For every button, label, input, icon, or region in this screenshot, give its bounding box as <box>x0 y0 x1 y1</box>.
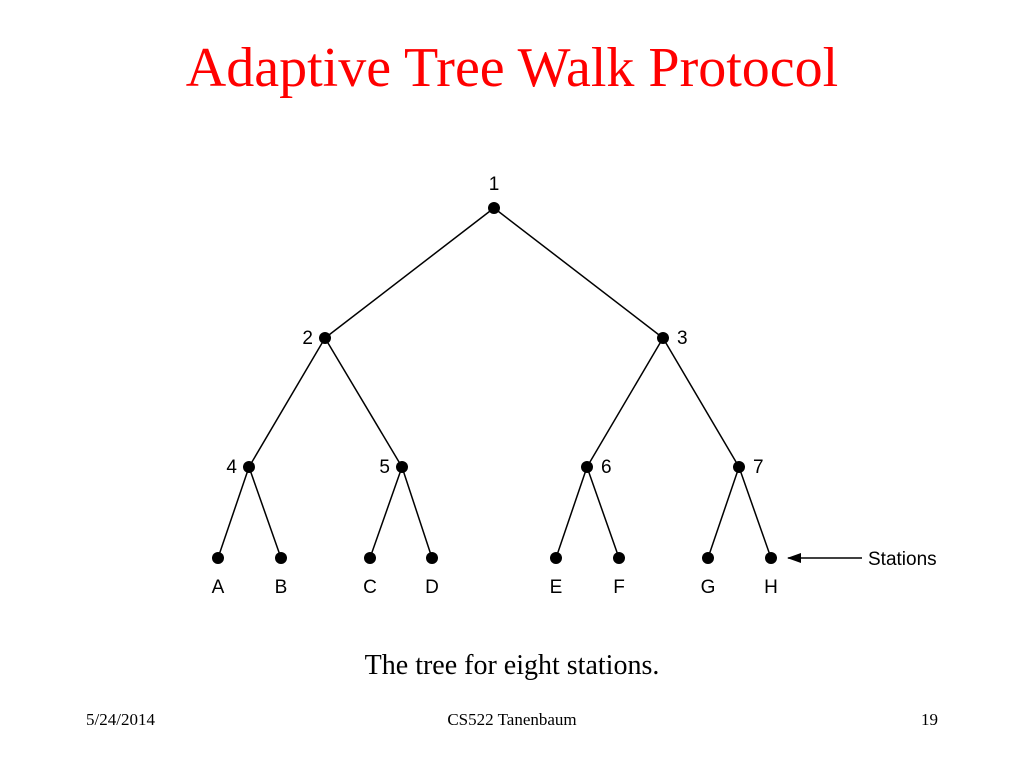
node-6 <box>581 461 593 473</box>
node-D <box>426 552 438 564</box>
edge-2-4 <box>248 337 326 468</box>
node-A <box>212 552 224 564</box>
slide-title: Adaptive Tree Walk Protocol <box>185 37 839 99</box>
node-3 <box>657 332 669 344</box>
label-layer: 1 2 3 4 5 6 7A B C D E F G H <box>212 174 778 598</box>
node-label-H: H <box>764 577 778 598</box>
node-label-C: C <box>363 577 377 598</box>
node-label-F: F <box>613 577 625 598</box>
node-label-2: 2 <box>302 328 313 349</box>
edge-5-C <box>369 466 403 559</box>
edge-4-B <box>248 466 282 559</box>
node-E <box>550 552 562 564</box>
edge-6-F <box>586 466 620 559</box>
node-layer <box>212 202 777 564</box>
node-1 <box>488 202 500 214</box>
slide-caption: The tree for eight stations. <box>364 650 660 681</box>
edge-7-G <box>707 466 740 559</box>
footer-page-number: 19 <box>921 710 938 729</box>
stations-label: Stations <box>868 549 937 570</box>
node-label-7: 7 <box>753 457 764 478</box>
edge-5-D <box>401 466 433 559</box>
edge-3-6 <box>586 337 664 468</box>
node-label-1: 1 <box>489 174 500 195</box>
node-label-4: 4 <box>226 457 237 478</box>
node-label-6: 6 <box>601 457 612 478</box>
footer-course: CS522 Tanenbaum <box>447 710 577 729</box>
edge-7-H <box>738 466 772 559</box>
node-7 <box>733 461 745 473</box>
node-H <box>765 552 777 564</box>
edge-layer <box>217 207 772 559</box>
node-B <box>275 552 287 564</box>
edge-4-A <box>217 466 250 559</box>
node-label-B: B <box>275 577 288 598</box>
edge-3-7 <box>662 337 740 468</box>
edge-1-3 <box>493 207 664 339</box>
node-label-A: A <box>212 577 225 598</box>
node-5 <box>396 461 408 473</box>
node-label-D: D <box>425 577 439 598</box>
node-label-G: G <box>701 577 716 598</box>
node-label-3: 3 <box>677 328 688 349</box>
node-F <box>613 552 625 564</box>
node-label-E: E <box>550 577 563 598</box>
node-label-5: 5 <box>379 457 390 478</box>
edge-1-2 <box>324 207 495 339</box>
node-G <box>702 552 714 564</box>
node-4 <box>243 461 255 473</box>
footer-date: 5/24/2014 <box>86 710 155 729</box>
edge-6-E <box>555 466 588 559</box>
node-C <box>364 552 376 564</box>
edge-2-5 <box>324 337 403 468</box>
node-2 <box>319 332 331 344</box>
